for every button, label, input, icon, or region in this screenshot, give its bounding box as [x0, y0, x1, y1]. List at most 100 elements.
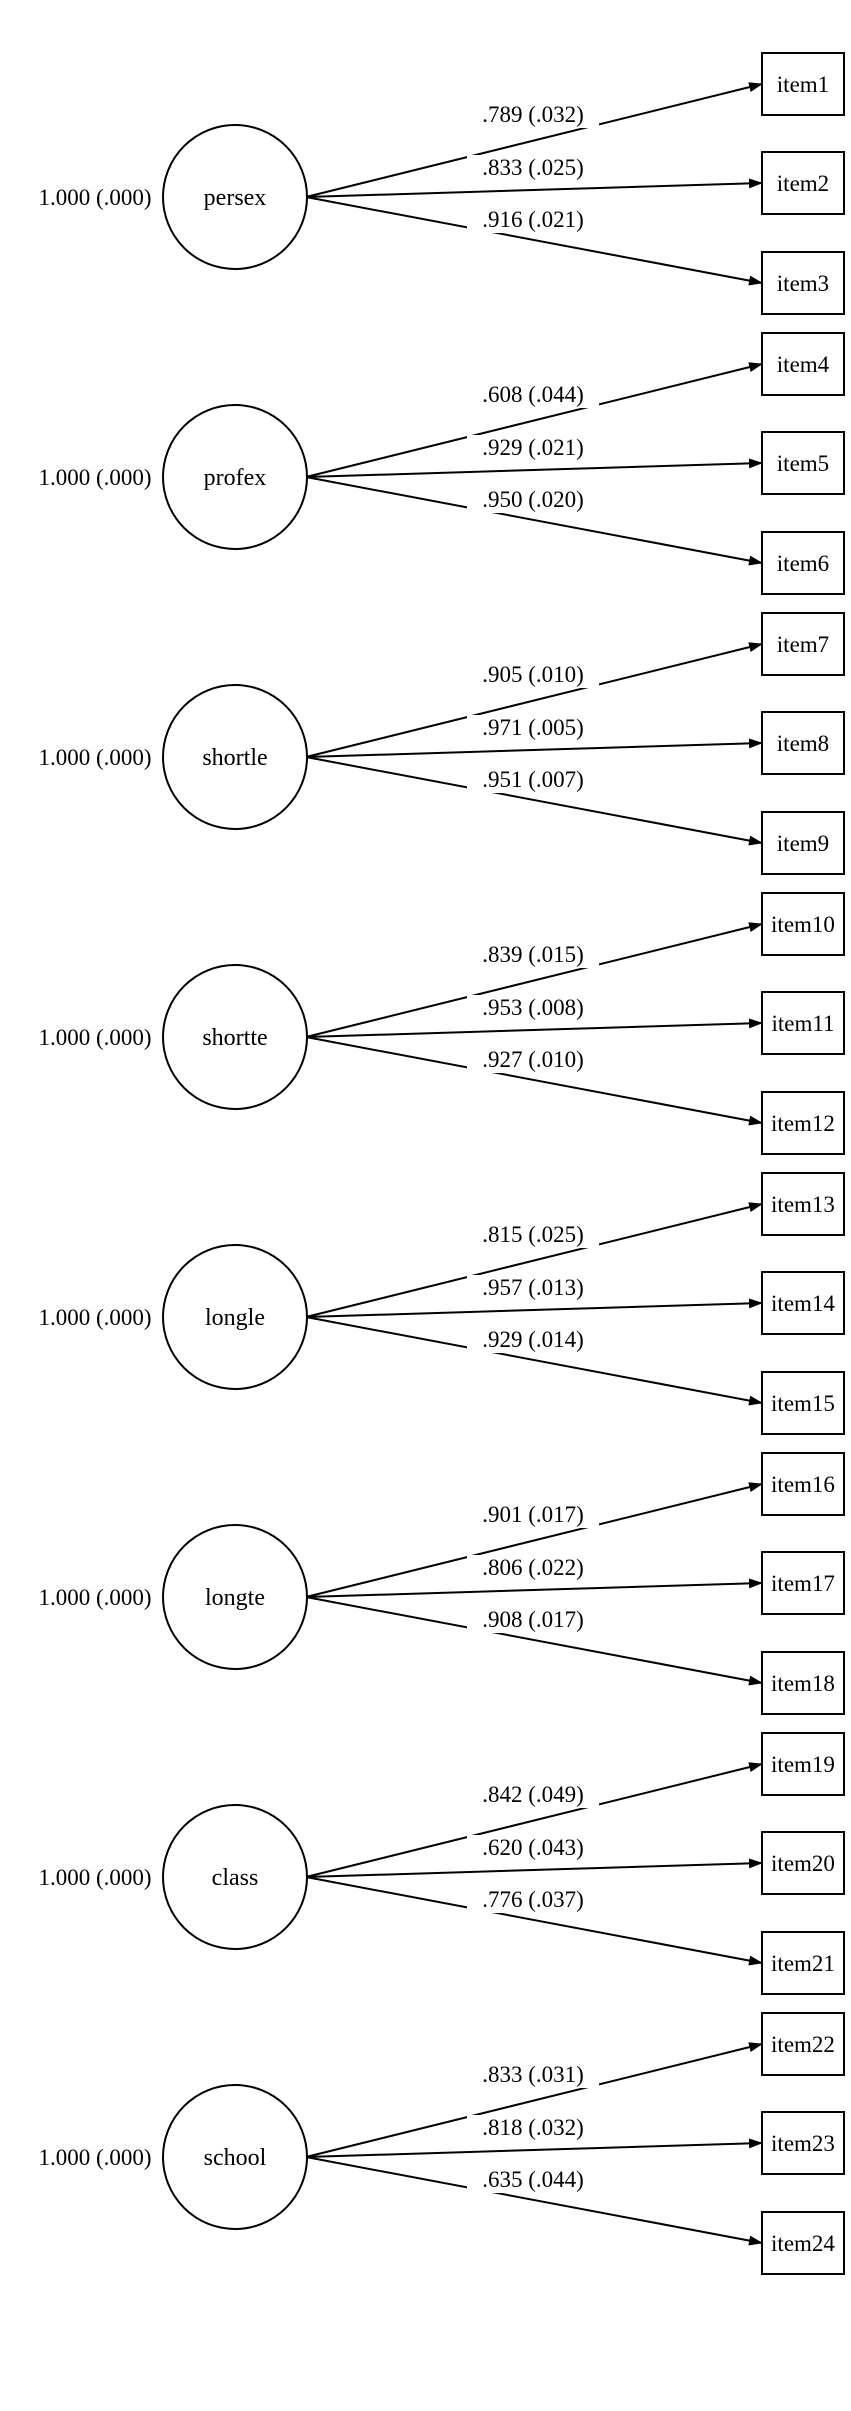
- factor-name: profex: [204, 465, 267, 491]
- loading-label-bg: [467, 1782, 599, 1808]
- loading-label: .608 (.044): [482, 382, 584, 407]
- loading-label-bg: [467, 487, 599, 513]
- loading-label: .953 (.008): [482, 995, 584, 1020]
- loading-label: .929 (.021): [482, 435, 584, 460]
- loading-label-bg: [467, 1607, 599, 1633]
- item-label: item6: [777, 551, 829, 576]
- item-box: [761, 1091, 845, 1155]
- loading-arrow: [305, 1202, 763, 1318]
- item-box: [761, 1651, 845, 1715]
- item-box: [761, 2211, 845, 2275]
- factor-name: shortte: [202, 1025, 267, 1051]
- loading-label-bg: [467, 435, 599, 461]
- loading-arrow: [305, 642, 763, 758]
- item-box: [761, 1271, 845, 1335]
- loading-label-bg: [467, 1275, 599, 1301]
- item-label: item21: [771, 1951, 835, 1976]
- loading-arrow: [305, 1578, 763, 1598]
- factor-name: shortle: [202, 745, 267, 771]
- loading-label: .815 (.025): [482, 1222, 584, 1247]
- item-box: [761, 612, 845, 676]
- variance-label: 1.000 (.000): [38, 745, 151, 770]
- loading-arrow: [305, 1036, 763, 1126]
- item-label: item8: [777, 731, 829, 756]
- loading-label: .789 (.032): [482, 102, 584, 127]
- item-label: item14: [771, 1291, 835, 1316]
- loading-label-bg: [467, 1555, 599, 1581]
- loading-arrow: [305, 922, 763, 1038]
- item-box: [761, 1371, 845, 1435]
- loading-arrow: [305, 196, 763, 286]
- loading-label-bg: [467, 995, 599, 1021]
- item-label: item2: [777, 171, 829, 196]
- item-label: item19: [771, 1752, 835, 1777]
- loading-arrow: [305, 1018, 763, 1038]
- loading-arrow: [305, 458, 763, 478]
- loading-arrow: [305, 362, 763, 478]
- variance-label: 1.000 (.000): [38, 1865, 151, 1890]
- item-label: item20: [771, 1851, 835, 1876]
- factor-name: school: [204, 2145, 267, 2171]
- loading-arrow: [305, 1596, 763, 1686]
- item-box: [761, 811, 845, 875]
- loading-label: .776 (.037): [482, 1887, 584, 1912]
- loading-label-bg: [467, 715, 599, 741]
- loading-label: .950 (.020): [482, 487, 584, 512]
- loading-arrow: [305, 82, 763, 198]
- item-box: [761, 332, 845, 396]
- loading-label-bg: [467, 207, 599, 233]
- variance-label: 1.000 (.000): [38, 1585, 151, 1610]
- item-box: [761, 1732, 845, 1796]
- latent-factor-circle: [162, 2084, 308, 2230]
- item-box: [761, 1931, 845, 1995]
- item-label: item5: [777, 451, 829, 476]
- item-box: [761, 531, 845, 595]
- loading-label: .957 (.013): [482, 1275, 584, 1300]
- item-label: item10: [771, 912, 835, 937]
- loading-arrow: [305, 2042, 763, 2158]
- latent-factor-circle: [162, 964, 308, 1110]
- item-label: item12: [771, 1111, 835, 1136]
- loading-label-bg: [467, 942, 599, 968]
- loading-label: .833 (.031): [482, 2062, 584, 2087]
- loading-arrow: [305, 178, 763, 198]
- loading-label: .818 (.032): [482, 2115, 584, 2140]
- loading-arrow: [305, 738, 763, 758]
- loading-label-bg: [467, 1327, 599, 1353]
- item-box: [761, 2012, 845, 2076]
- loading-label: .806 (.022): [482, 1555, 584, 1580]
- item-label: item16: [771, 1472, 835, 1497]
- loading-label-bg: [467, 1047, 599, 1073]
- loading-label-bg: [467, 382, 599, 408]
- factor-name: longle: [205, 1305, 265, 1331]
- item-label: item15: [771, 1391, 835, 1416]
- item-box: [761, 991, 845, 1055]
- loading-label-bg: [467, 102, 599, 128]
- latent-factor-circle: [162, 684, 308, 830]
- loading-label: .905 (.010): [482, 662, 584, 687]
- latent-factor-circle: [162, 124, 308, 270]
- variance-label: 1.000 (.000): [38, 185, 151, 210]
- loading-label-bg: [467, 767, 599, 793]
- item-label: item18: [771, 1671, 835, 1696]
- loading-arrow: [305, 1316, 763, 1406]
- item-box: [761, 892, 845, 956]
- loading-arrow: [305, 2138, 763, 2158]
- item-box: [761, 251, 845, 315]
- loading-label: .916 (.021): [482, 207, 584, 232]
- item-box: [761, 151, 845, 215]
- item-label: item13: [771, 1192, 835, 1217]
- loading-label-bg: [467, 2167, 599, 2193]
- item-label: item1: [777, 72, 829, 97]
- loading-label: .929 (.014): [482, 1327, 584, 1352]
- item-label: item7: [777, 632, 829, 657]
- latent-factor-circle: [162, 1244, 308, 1390]
- variance-label: 1.000 (.000): [38, 465, 151, 490]
- variance-label: 1.000 (.000): [38, 2145, 151, 2170]
- item-label: item23: [771, 2131, 835, 2156]
- loading-label: .908 (.017): [482, 1607, 584, 1632]
- loading-label-bg: [467, 2062, 599, 2088]
- item-box: [761, 1172, 845, 1236]
- item-label: item9: [777, 831, 829, 856]
- loading-label-bg: [467, 1887, 599, 1913]
